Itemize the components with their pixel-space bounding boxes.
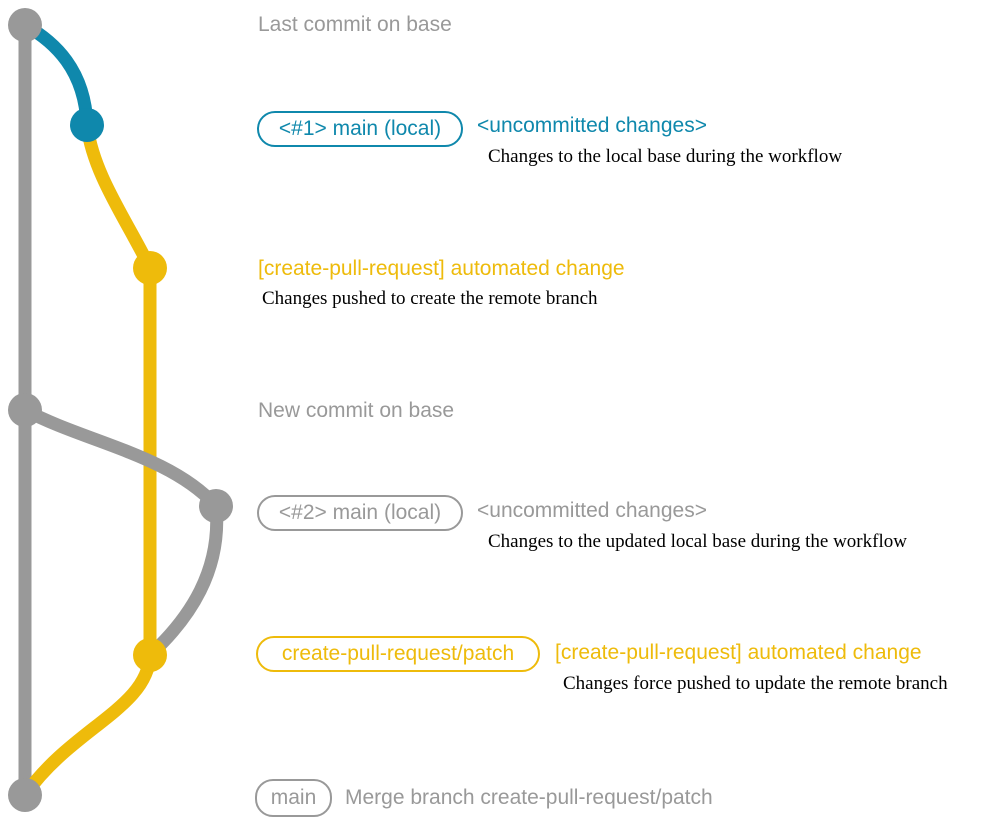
edge-base-to-local-main-2 [18,403,223,513]
commit-node-local-main-2 [199,489,233,523]
commit-node-last-base [8,8,42,42]
commit-message-merge-branch: Merge branch create-pull-request/patch [345,786,713,809]
edge-base-to-local-main-1 [18,18,94,132]
commit-message-automated-change-2: [create-pull-request] automated change [555,641,922,664]
status-uncommitted-changes-1: <uncommitted changes> [477,114,707,137]
description-updated-local-base-changes: Changes to the updated local base during… [488,531,907,552]
branch-badge-create-pull-request-patch: create-pull-request/patch [256,636,540,672]
commit-node-merge [8,778,42,812]
description-changes-pushed: Changes pushed to create the remote bran… [262,288,598,309]
commit-message-automated-change-1: [create-pull-request] automated change [258,257,625,280]
caption-last-commit-on-base: Last commit on base [258,13,452,36]
edge-patch-to-merge [18,648,157,802]
edge-local-main-2-to-patch [143,499,224,662]
branch-badge-main-local-2: <#2> main (local) [257,495,463,531]
commit-node-new-base [8,393,42,427]
branch-badge-main-local-1: <#1> main (local) [257,111,463,147]
commit-node-local-main-1 [70,108,104,142]
branch-badge-main: main [255,779,332,817]
commit-node-automated-1 [133,251,167,285]
status-uncommitted-changes-2: <uncommitted changes> [477,499,707,522]
commit-node-automated-2 [133,638,167,672]
description-changes-force-pushed: Changes force pushed to update the remot… [563,673,948,694]
commit-graph [8,8,233,812]
edge-local-main-1-to-patch [80,118,157,275]
description-local-base-changes: Changes to the local base during the wor… [488,146,843,167]
caption-new-commit-on-base: New commit on base [258,399,455,422]
